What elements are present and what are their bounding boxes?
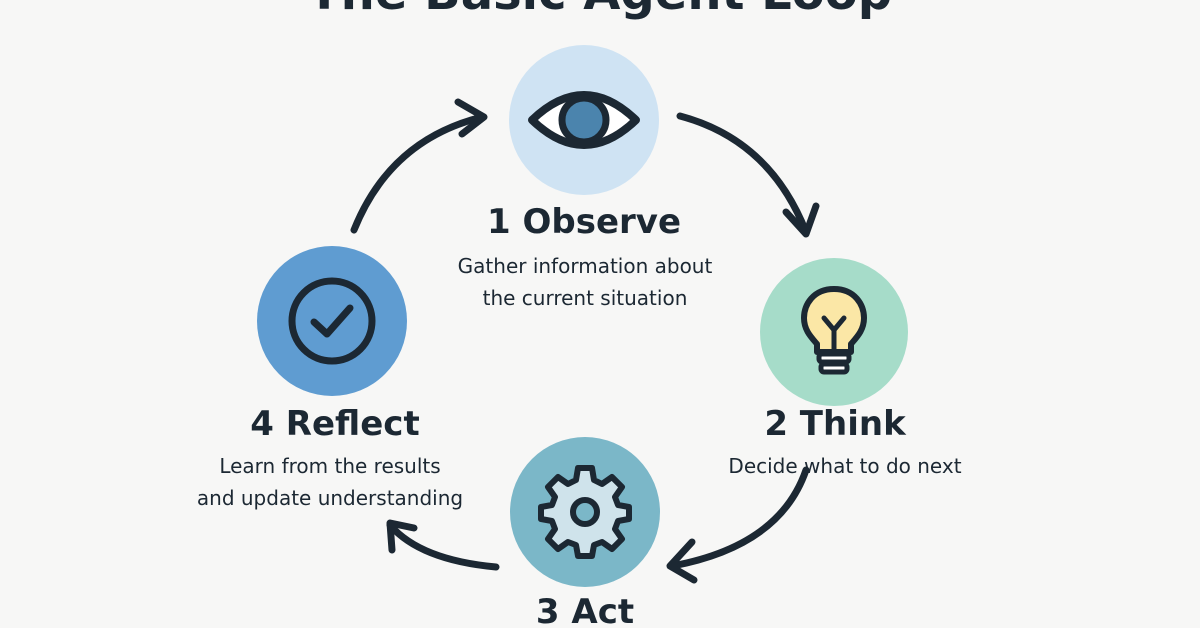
diagram-title: The Basic Agent Loop — [0, 0, 1200, 18]
check-circle-icon — [288, 277, 376, 365]
step-label-reflect: 4 Reflect — [250, 404, 420, 444]
think-node — [760, 258, 908, 406]
step-label-think: 2 Think — [764, 404, 906, 444]
arrow-think-to-act-head — [666, 538, 698, 584]
eye-icon — [528, 91, 640, 149]
description-line: Learn from the results — [219, 454, 441, 478]
step-description-observe: Gather information about the current sit… — [410, 250, 760, 314]
lightbulb-icon — [801, 286, 867, 375]
arrow-reflect-to-observe — [350, 113, 486, 234]
description-line: the current situation — [482, 286, 688, 310]
step-label-observe: 1 Observe — [486, 202, 682, 242]
description-line: and update understanding — [196, 486, 464, 510]
act-node — [510, 437, 660, 587]
arrow-observe-to-think — [676, 112, 810, 236]
description-line: Gather information about — [457, 254, 713, 278]
description-line: Decide what to do next — [728, 454, 962, 478]
arrow-observe-to-think-head — [782, 202, 820, 238]
step-description-think: Decide what to do next — [690, 450, 1000, 482]
arrow-act-to-reflect-head — [386, 519, 418, 554]
step-label-act: 3 Act — [535, 592, 635, 628]
arrow-reflect-to-observe-head — [454, 98, 488, 138]
reflect-node — [257, 246, 407, 396]
observe-node — [509, 45, 659, 195]
gear-icon — [538, 465, 632, 559]
arrow-think-to-act — [668, 466, 810, 570]
step-description-reflect: Learn from the results and update unders… — [160, 450, 500, 514]
arrow-act-to-reflect — [386, 521, 500, 571]
